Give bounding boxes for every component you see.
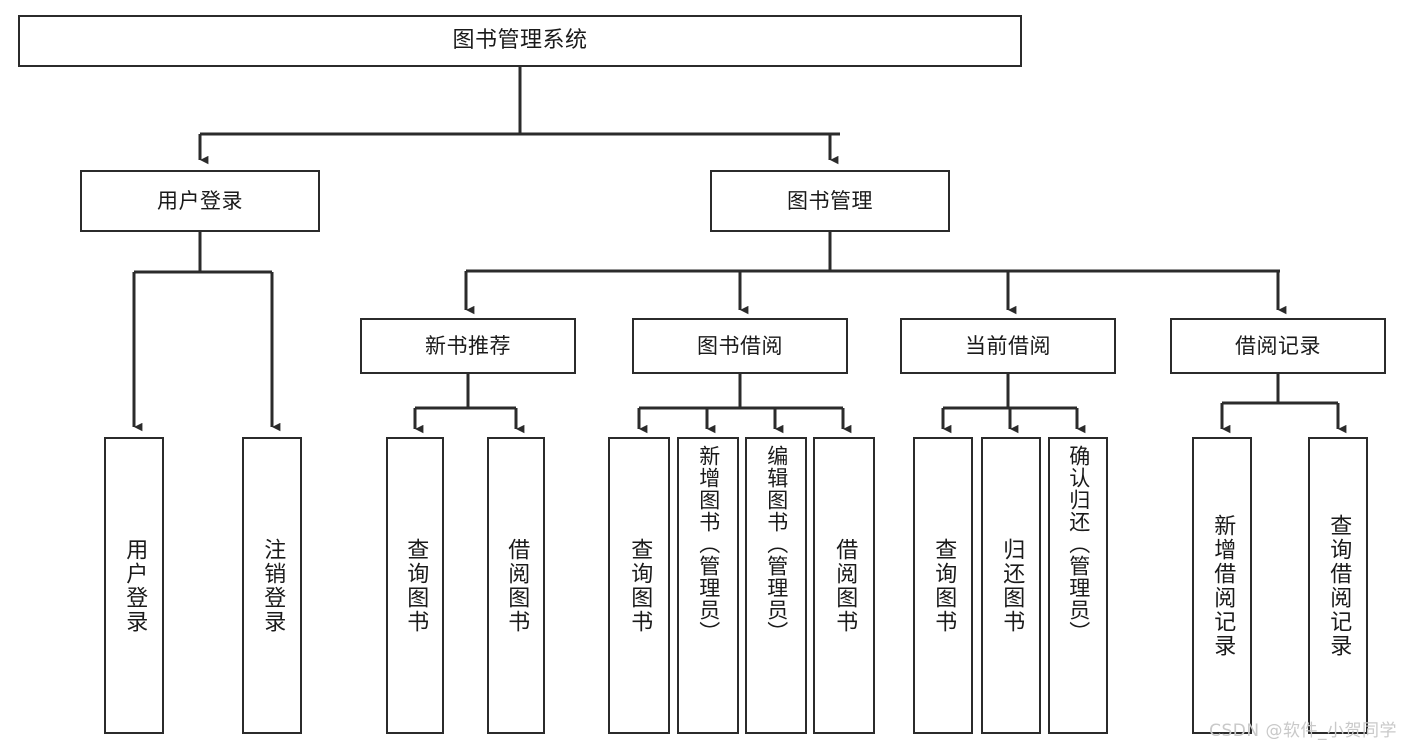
leaf-query-book-borrow[interactable]: 查询图书 (608, 437, 670, 734)
leaf-confirm-return-admin[interactable]: 确认归还（管理员） (1048, 437, 1108, 734)
node-label: 查询借阅记录 (1326, 513, 1352, 658)
node-label: 用户登录 (157, 188, 243, 213)
leaf-query-book-current[interactable]: 查询图书 (913, 437, 973, 734)
node-label: 注销登录 (260, 537, 286, 634)
node-label: 借阅图书 (504, 537, 530, 634)
node-root-book-management-system[interactable]: 图书管理系统 (18, 15, 1022, 67)
node-label: 新书推荐 (425, 333, 511, 358)
node-label: 借阅记录 (1235, 333, 1321, 358)
node-book-management[interactable]: 图书管理 (710, 170, 950, 232)
leaf-logout[interactable]: 注销登录 (242, 437, 302, 734)
node-label: 图书管理系统 (452, 28, 588, 54)
leaf-edit-book-admin[interactable]: 编辑图书（管理员） (745, 437, 807, 734)
leaf-add-borrow-record[interactable]: 新增借阅记录 (1192, 437, 1252, 734)
node-new-book-recommend[interactable]: 新书推荐 (360, 318, 576, 374)
node-label: 查询图书 (931, 537, 957, 634)
node-label: 编辑图书（管理员） (764, 445, 789, 643)
watermark-text: CSDN @软件_小贺同学 (1209, 721, 1397, 741)
node-label: 归还图书 (999, 537, 1025, 634)
node-current-borrow[interactable]: 当前借阅 (900, 318, 1116, 374)
node-label: 新增图书（管理员） (696, 445, 721, 643)
node-label: 借阅图书 (832, 537, 858, 634)
leaf-borrow-book[interactable]: 借阅图书 (813, 437, 875, 734)
node-label: 当前借阅 (965, 333, 1051, 358)
node-label: 图书借阅 (697, 333, 783, 358)
node-label: 图书管理 (787, 188, 873, 213)
leaf-return-book[interactable]: 归还图书 (981, 437, 1041, 734)
node-label: 新增借阅记录 (1210, 513, 1236, 658)
node-label: 查询图书 (403, 537, 429, 634)
leaf-query-borrow-record[interactable]: 查询借阅记录 (1308, 437, 1368, 734)
node-label: 查询图书 (627, 537, 653, 634)
node-label: 用户登录 (122, 537, 148, 634)
node-borrow-record[interactable]: 借阅记录 (1170, 318, 1386, 374)
node-label: 确认归还（管理员） (1066, 445, 1091, 643)
node-book-borrow[interactable]: 图书借阅 (632, 318, 848, 374)
leaf-query-book-recommend[interactable]: 查询图书 (386, 437, 444, 734)
node-user-login[interactable]: 用户登录 (80, 170, 320, 232)
leaf-borrow-book-recommend[interactable]: 借阅图书 (487, 437, 545, 734)
leaf-user-login[interactable]: 用户登录 (104, 437, 164, 734)
leaf-add-book-admin[interactable]: 新增图书（管理员） (677, 437, 739, 734)
